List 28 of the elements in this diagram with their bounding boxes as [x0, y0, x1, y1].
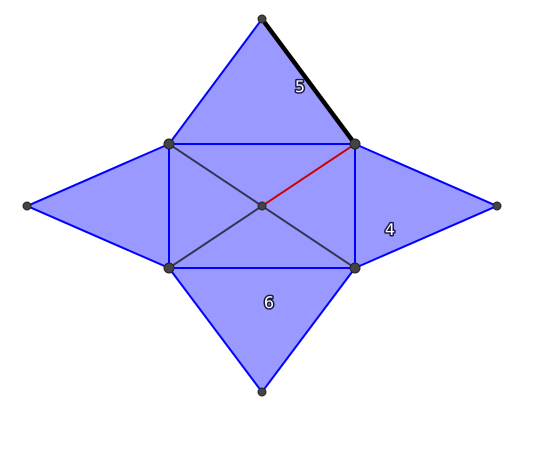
line-segment	[174, 143, 350, 145]
point	[350, 138, 360, 150]
side-length-label: 4	[384, 220, 396, 239]
point	[258, 14, 266, 24]
line-segment	[354, 149, 356, 263]
line-segment	[264, 207, 352, 266]
point	[258, 202, 266, 210]
point	[164, 138, 174, 150]
line-segment	[172, 146, 260, 205]
line-segment	[264, 271, 353, 390]
point	[258, 388, 266, 396]
line-segment	[174, 267, 350, 269]
line-segment	[264, 146, 352, 205]
line-segment	[171, 271, 260, 390]
point	[492, 202, 502, 210]
point	[350, 262, 360, 274]
line-segment	[171, 22, 260, 141]
line-segment	[168, 149, 170, 263]
line-segment	[262, 20, 354, 142]
line-segment	[30, 145, 165, 206]
line-segment	[30, 206, 165, 267]
side-length-label: 5	[294, 77, 306, 96]
point	[164, 262, 174, 274]
point	[22, 202, 32, 210]
line-segment	[359, 145, 494, 206]
side-length-label: 6	[264, 293, 274, 312]
line-segment	[172, 207, 260, 266]
line-segment	[359, 206, 494, 267]
